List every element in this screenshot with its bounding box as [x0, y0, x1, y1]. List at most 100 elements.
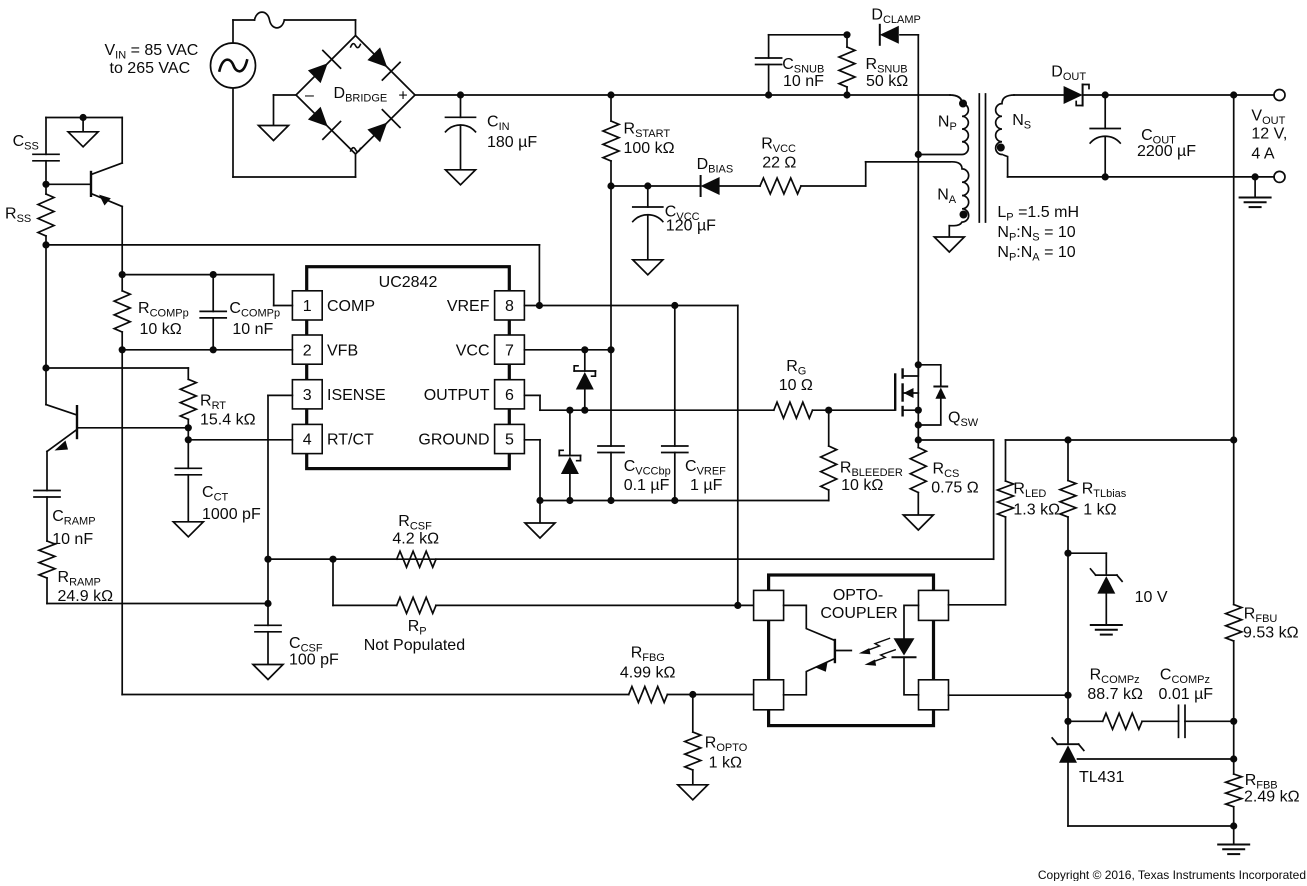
svg-text:4 A: 4 A	[1251, 145, 1274, 162]
svg-text:100 kΩ: 100 kΩ	[624, 140, 675, 157]
svg-text:15.4 kΩ: 15.4 kΩ	[200, 412, 256, 429]
svg-text:2.49 kΩ: 2.49 kΩ	[1244, 788, 1300, 805]
svg-text:DOUT​: DOUT​	[1051, 64, 1086, 84]
svg-text:50 kΩ: 50 kΩ	[866, 73, 908, 90]
svg-text:RCOMPz​: RCOMPz​	[1090, 667, 1140, 687]
svg-text:0.1 µF: 0.1 µF	[624, 477, 670, 494]
svg-text:NP​:NS​ = 10: NP​:NS​ = 10	[997, 224, 1075, 244]
svg-text:RRT​: RRT​	[200, 392, 226, 412]
svg-text:10 Ω: 10 Ω	[779, 377, 813, 394]
svg-text:RFBB​: RFBB​	[1245, 772, 1278, 792]
svg-text:12 V,: 12 V,	[1251, 126, 1287, 143]
svg-text:CSS​: CSS​	[13, 133, 39, 153]
svg-text:1 kΩ: 1 kΩ	[709, 754, 742, 771]
svg-text:4.99 kΩ: 4.99 kΩ	[620, 664, 676, 681]
svg-text:DBIAS​: DBIAS​	[697, 156, 734, 176]
svg-text:10 nF: 10 nF	[232, 321, 273, 338]
svg-text:180 µF: 180 µF	[487, 134, 537, 151]
svg-text:7: 7	[505, 342, 514, 359]
svg-text:0.01 µF: 0.01 µF	[1159, 686, 1214, 703]
svg-text:NP​:NA​ = 10: NP​:NA​ = 10	[997, 244, 1075, 264]
svg-text:1: 1	[303, 298, 312, 315]
svg-text:RFBU​: RFBU​	[1244, 606, 1278, 626]
svg-text:1 µF: 1 µF	[690, 477, 723, 494]
svg-text:10 V: 10 V	[1135, 589, 1168, 606]
svg-text:RSTART​: RSTART​	[624, 121, 671, 141]
svg-text:CIN​: CIN​	[487, 114, 510, 134]
svg-text:NP​: NP​	[938, 113, 957, 132]
svg-text:CCOMPp​: CCOMPp​	[229, 300, 280, 320]
svg-text:RCS​: RCS​	[933, 461, 960, 481]
svg-text:5: 5	[505, 432, 514, 449]
svg-text:COMP: COMP	[327, 298, 375, 315]
svg-text:NA​: NA​	[937, 187, 957, 207]
svg-text:3: 3	[303, 387, 312, 404]
svg-text:CRAMP​: CRAMP​	[52, 508, 95, 528]
svg-text:88.7 kΩ: 88.7 kΩ	[1087, 686, 1143, 703]
svg-text:1.3 kΩ: 1.3 kΩ	[1013, 502, 1060, 519]
svg-text:6: 6	[505, 387, 514, 404]
svg-text:COUPLER: COUPLER	[820, 605, 897, 622]
svg-text:24.9 kΩ: 24.9 kΩ	[58, 588, 114, 605]
svg-text:VFB: VFB	[327, 342, 358, 359]
svg-text:UC2842: UC2842	[379, 274, 438, 291]
svg-text:to 265 VAC: to 265 VAC	[110, 60, 191, 77]
svg-text:CCT​: CCT​	[202, 484, 229, 504]
svg-text:RT/CT: RT/CT	[327, 432, 374, 449]
svg-text:10 kΩ: 10 kΩ	[140, 321, 182, 338]
svg-text:VOUT​: VOUT​	[1251, 108, 1285, 128]
svg-text:CVCC​: CVCC​	[665, 204, 700, 224]
svg-text:RVCC​: RVCC​	[761, 136, 796, 156]
svg-text:10 kΩ: 10 kΩ	[841, 477, 883, 494]
svg-text:QSW​: QSW​	[948, 409, 979, 429]
svg-text:VREF: VREF	[447, 298, 490, 315]
svg-text:1000 pF: 1000 pF	[202, 506, 261, 523]
svg-text:4: 4	[303, 432, 312, 449]
svg-text:CCSF​: CCSF​	[289, 635, 323, 655]
svg-text:NS​: NS​	[1012, 112, 1031, 131]
svg-text:+: +	[398, 88, 407, 105]
svg-text:Not Populated: Not Populated	[364, 637, 465, 654]
svg-text:10 nF: 10 nF	[783, 73, 824, 90]
svg-text:RCOMPp​: RCOMPp​	[138, 300, 189, 320]
svg-text:9.53 kΩ: 9.53 kΩ	[1243, 625, 1299, 642]
svg-text:2200 µF: 2200 µF	[1137, 143, 1196, 160]
svg-text:RP​: RP​	[408, 618, 427, 638]
svg-text:RFBG​: RFBG​	[631, 645, 665, 665]
svg-text:OUTPUT: OUTPUT	[424, 387, 490, 404]
svg-text:TL431: TL431	[1079, 769, 1124, 786]
svg-text:CCOMPz​: CCOMPz​	[1160, 667, 1210, 687]
svg-text:100 pF: 100 pF	[289, 652, 339, 669]
svg-text:VIN​ = 85 VAC: VIN​ = 85 VAC	[105, 42, 199, 62]
svg-text:RSS​: RSS​	[5, 206, 31, 226]
svg-text:DBRIDGE​: DBRIDGE​	[334, 85, 388, 105]
svg-text:RG​: RG​	[786, 358, 806, 378]
svg-text:GROUND: GROUND	[418, 432, 489, 449]
svg-text:–: –	[305, 87, 314, 104]
svg-text:RCSF​: RCSF​	[398, 513, 432, 533]
svg-text:RTLbias​: RTLbias​	[1082, 481, 1127, 501]
svg-text:0.75 Ω: 0.75 Ω	[931, 479, 979, 496]
svg-text:VCC: VCC	[456, 342, 490, 359]
svg-text:LP​ =1.5 mH: LP​ =1.5 mH	[997, 204, 1079, 224]
svg-text:COUT​: COUT​	[1141, 127, 1176, 147]
svg-text:CSNUB​: CSNUB​	[782, 56, 824, 76]
svg-text:8: 8	[505, 298, 514, 315]
svg-text:ISENSE: ISENSE	[327, 387, 386, 404]
svg-text:CVREF​: CVREF​	[685, 458, 726, 478]
svg-text:Copyright © 2016, Texas Instru: Copyright © 2016, Texas Instruments Inco…	[1038, 868, 1306, 881]
svg-text:22 Ω: 22 Ω	[762, 155, 796, 172]
svg-text:120 µF: 120 µF	[666, 218, 716, 235]
svg-text:OPTO-: OPTO-	[833, 587, 883, 604]
svg-text:RRAMP​: RRAMP​	[58, 569, 101, 589]
svg-text:DCLAMP​: DCLAMP​	[871, 6, 920, 26]
svg-text:4.2 kΩ: 4.2 kΩ	[392, 531, 439, 548]
svg-text:1 kΩ: 1 kΩ	[1083, 502, 1116, 519]
svg-text:RSNUB​: RSNUB​	[866, 56, 908, 76]
svg-text:2: 2	[303, 342, 312, 359]
svg-text:RBLEEDER​: RBLEEDER​	[840, 459, 903, 479]
svg-text:CVCCbp​: CVCCbp​	[624, 458, 671, 478]
svg-text:10 nF: 10 nF	[52, 531, 93, 548]
svg-text:RLED​: RLED​	[1013, 481, 1046, 501]
svg-text:ROPTO​: ROPTO​	[705, 734, 748, 754]
